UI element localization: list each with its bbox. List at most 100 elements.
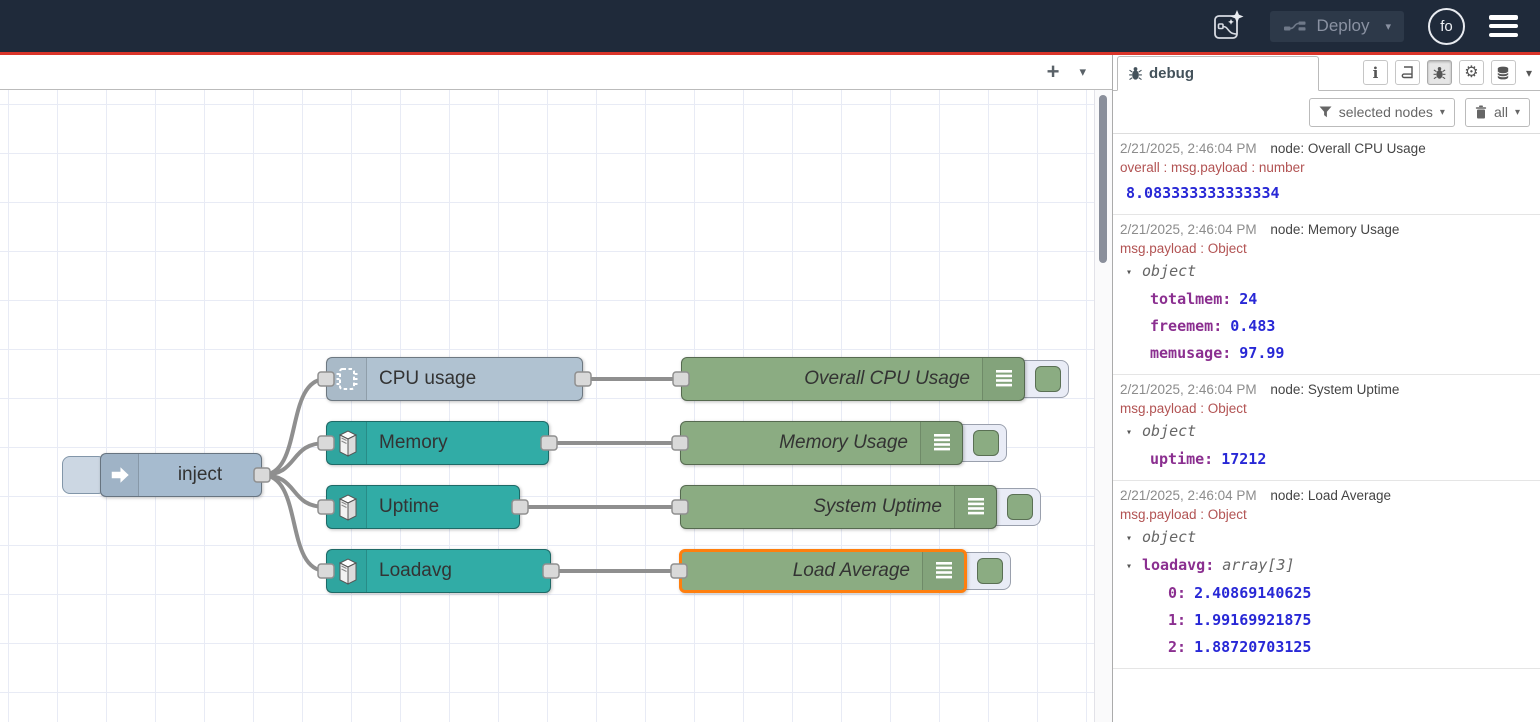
computer-tower-icon	[327, 550, 367, 592]
json-key: loadavg:	[1142, 556, 1214, 574]
bug-icon	[1433, 66, 1446, 80]
node-label: Loadavg	[367, 550, 550, 592]
bug-icon	[1128, 66, 1143, 81]
debug-node-name: node: System Uptime	[1270, 382, 1399, 397]
node-label: System Uptime	[681, 486, 954, 528]
deploy-icon	[1283, 19, 1307, 34]
ai-flow-icon	[1210, 8, 1246, 44]
help-tab-button[interactable]	[1395, 60, 1420, 85]
debug-timestamp: 2/21/2025, 2:46:04 PM	[1120, 222, 1257, 237]
node-inject[interactable]: inject	[100, 453, 262, 497]
json-key: freemem:	[1150, 317, 1222, 335]
json-key: 0:	[1168, 584, 1186, 602]
json-value: 97.99	[1239, 344, 1284, 362]
clear-messages-button[interactable]: all ▾	[1465, 98, 1530, 127]
node-ports[interactable]	[254, 372, 689, 578]
node-label: Memory	[367, 422, 548, 464]
debug-meta: msg.payload : Object	[1120, 239, 1537, 258]
node-debug-load-average[interactable]: Load Average	[679, 549, 967, 593]
avatar-initials: fo	[1440, 18, 1453, 35]
flow-tab-bar: + ▾	[0, 55, 1112, 90]
node-label: inject	[139, 454, 261, 496]
tab-debug-label: debug	[1149, 65, 1194, 82]
debug-timestamp: 2/21/2025, 2:46:04 PM	[1120, 382, 1257, 397]
config-tab-button[interactable]: ⚙	[1459, 60, 1484, 85]
json-value: 17212	[1221, 450, 1266, 468]
debug-message-list: 2/21/2025, 2:46:04 PM node: Overall CPU …	[1113, 133, 1540, 722]
debug-timestamp: 2/21/2025, 2:46:04 PM	[1120, 488, 1257, 503]
trash-icon	[1475, 105, 1487, 119]
context-tab-button[interactable]	[1491, 60, 1516, 85]
node-debug-system-uptime[interactable]: System Uptime	[680, 485, 997, 529]
workspace: + ▾	[0, 55, 1112, 722]
json-key: totalmem:	[1150, 290, 1231, 308]
json-key: uptime:	[1150, 450, 1213, 468]
clear-caret-icon: ▾	[1515, 107, 1520, 118]
debug-message[interactable]: 2/21/2025, 2:46:04 PM node: Load Average…	[1113, 481, 1540, 669]
debug-message[interactable]: 2/21/2025, 2:46:04 PM node: Overall CPU …	[1113, 134, 1540, 215]
caret-down-icon[interactable]: ▾	[1126, 259, 1142, 286]
filter-label: selected nodes	[1339, 104, 1433, 120]
database-icon	[1496, 66, 1510, 80]
node-label: CPU usage	[367, 358, 582, 400]
json-value: 24	[1239, 290, 1257, 308]
deploy-caret-icon[interactable]: ▾	[1385, 20, 1391, 33]
debug-message[interactable]: 2/21/2025, 2:46:04 PM node: System Uptim…	[1113, 375, 1540, 481]
flow-list-caret-icon[interactable]: ▾	[1079, 64, 1086, 80]
json-key: 2:	[1168, 638, 1186, 656]
object-type: object	[1142, 262, 1196, 280]
scrollbar-thumb[interactable]	[1099, 95, 1107, 263]
caret-down-icon[interactable]: ▾	[1126, 419, 1142, 446]
debug-node-name: node: Memory Usage	[1270, 222, 1399, 237]
debug-message[interactable]: 2/21/2025, 2:46:04 PM node: Memory Usage…	[1113, 215, 1540, 375]
debug-console-icon	[920, 422, 962, 464]
debug-tab-button[interactable]	[1427, 60, 1452, 85]
book-icon	[1400, 66, 1414, 80]
add-flow-button[interactable]: +	[1047, 62, 1060, 82]
debug-value: 8.083333333333334	[1126, 184, 1280, 202]
debug-meta: msg.payload : Object	[1120, 505, 1537, 524]
node-debug-memory-usage[interactable]: Memory Usage	[680, 421, 963, 465]
computer-tower-icon	[327, 422, 367, 464]
deploy-label: Deploy	[1317, 16, 1370, 36]
debug-filter-row: selected nodes ▾ all ▾	[1113, 91, 1540, 133]
caret-down-icon[interactable]: ▾	[1126, 525, 1142, 552]
ai-assistant-button[interactable]	[1210, 8, 1246, 44]
node-loadavg[interactable]: Loadavg	[326, 549, 551, 593]
node-label: Load Average	[682, 552, 922, 590]
filter-nodes-button[interactable]: selected nodes ▾	[1309, 98, 1455, 127]
filter-funnel-icon	[1319, 106, 1332, 118]
wires[interactable]	[262, 379, 681, 571]
json-key: 1:	[1168, 611, 1186, 629]
node-memory[interactable]: Memory	[326, 421, 549, 465]
tab-debug[interactable]: debug	[1117, 56, 1319, 91]
node-label: Memory Usage	[681, 422, 920, 464]
debug-console-icon	[982, 358, 1024, 400]
json-value: 2.40869140625	[1194, 584, 1311, 602]
sidebar-toolbar: i	[1363, 60, 1532, 85]
caret-down-icon[interactable]: ▾	[1126, 553, 1142, 580]
flow-canvas[interactable]: inject CPU usage	[0, 90, 1094, 722]
debug-node-name: node: Load Average	[1270, 488, 1391, 503]
json-value: 1.99169921875	[1194, 611, 1311, 629]
json-value: 1.88720703125	[1194, 638, 1311, 656]
deploy-button[interactable]: Deploy ▾	[1270, 11, 1404, 42]
node-label: Overall CPU Usage	[682, 358, 982, 400]
gear-icon: ⚙	[1464, 65, 1478, 81]
info-tab-button[interactable]: i	[1363, 60, 1388, 85]
main-menu-button[interactable]	[1489, 15, 1518, 37]
main-area: + ▾	[0, 55, 1540, 722]
node-uptime[interactable]: Uptime	[326, 485, 520, 529]
filter-caret-icon: ▾	[1440, 107, 1445, 118]
sidebar-menu-caret-icon[interactable]: ▾	[1526, 66, 1532, 80]
user-avatar[interactable]: fo	[1428, 8, 1465, 45]
canvas-vertical-scrollbar[interactable]	[1094, 90, 1112, 722]
node-cpu-usage[interactable]: CPU usage	[326, 357, 583, 401]
wires-layer	[0, 90, 1094, 722]
ports-layer	[0, 90, 1094, 722]
inject-arrow-icon	[101, 454, 139, 496]
debug-timestamp: 2/21/2025, 2:46:04 PM	[1120, 141, 1257, 156]
node-debug-overall-cpu[interactable]: Overall CPU Usage	[681, 357, 1025, 401]
node-label: Uptime	[367, 486, 519, 528]
